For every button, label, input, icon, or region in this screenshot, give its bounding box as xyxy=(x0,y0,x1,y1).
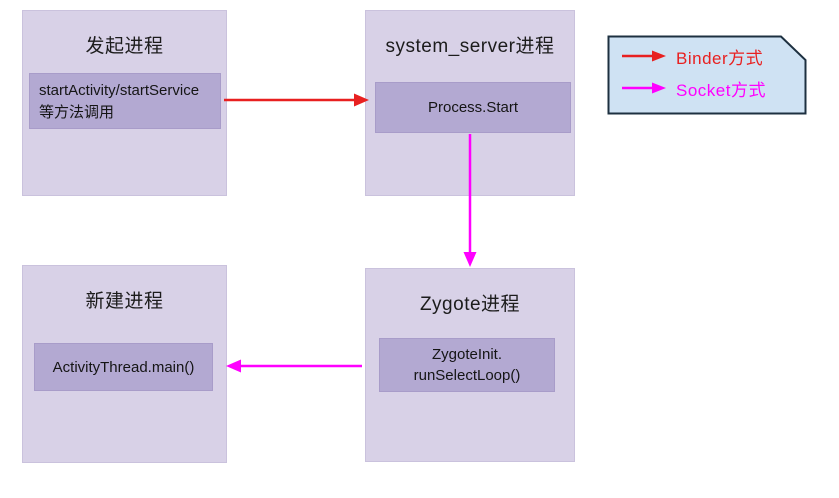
legend-binder-label: Binder方式 xyxy=(676,48,764,68)
box-new-process: 新建进程 ActivityThread.main() xyxy=(22,265,227,463)
box-zygote-process: Zygote进程 ZygoteInit. runSelectLoop() xyxy=(365,268,575,462)
method-process-start: Process.Start xyxy=(375,82,571,133)
box-system-server-title: system_server进程 xyxy=(385,36,555,57)
method-zygoteinit-runselectloop: ZygoteInit. runSelectLoop() xyxy=(379,338,555,392)
socket-arrow-zygote-to-newprocess xyxy=(226,359,362,373)
socket-legend-arrowhead-icon xyxy=(652,82,666,94)
socket-vertical-arrowhead-icon xyxy=(463,252,477,267)
binder-legend-arrowhead-icon xyxy=(652,50,666,62)
box-new-process-title: 新建进程 xyxy=(85,291,164,312)
binder-legend-arrow-icon xyxy=(622,50,666,62)
socket-horizontal-arrowhead-icon xyxy=(226,359,241,373)
method-activitythread-main: ActivityThread.main() xyxy=(34,343,213,391)
legend: Binder方式 Socket方式 xyxy=(607,35,807,115)
box-initiating-process: 发起进程 startActivity/startService 等方法调用 xyxy=(22,10,227,196)
box-system-server-process: system_server进程 Process.Start xyxy=(365,10,575,196)
legend-item-binder: Binder方式 xyxy=(620,46,764,68)
box-initiating-title: 发起进程 xyxy=(85,36,164,57)
legend-socket-label: Socket方式 xyxy=(676,80,766,100)
binder-arrow-initiating-to-systemserver xyxy=(224,93,369,107)
method-start-activity: startActivity/startService 等方法调用 xyxy=(29,73,221,129)
legend-item-socket: Socket方式 xyxy=(620,78,766,100)
socket-legend-arrow-icon xyxy=(622,82,666,94)
box-zygote-title: Zygote进程 xyxy=(419,294,521,315)
